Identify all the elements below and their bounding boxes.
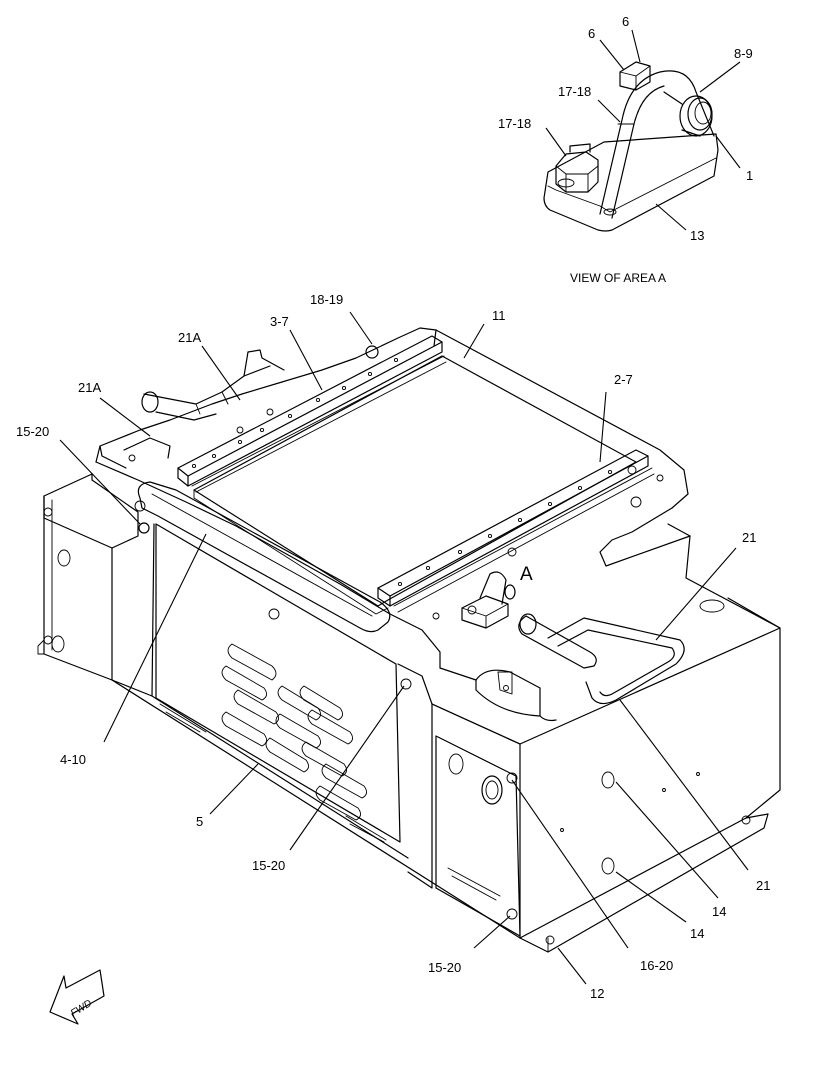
bolt-18-19 xyxy=(365,345,379,359)
fwd-arrow-icon: FWD xyxy=(49,969,105,1025)
callout-21a-lower: 21A xyxy=(78,380,101,395)
main-assembly: 18-19 3-7 11 21A 21A 15-20 2-7 21 4-10 5… xyxy=(16,292,781,1001)
battery-box-right-side xyxy=(519,597,781,953)
cover-panel-5 xyxy=(155,523,412,843)
bolt-15-20-left xyxy=(138,522,150,534)
rail-3-7 xyxy=(177,335,447,493)
callout-21-upper: 21 xyxy=(742,530,756,545)
callout-15-20-topleft: 15-20 xyxy=(16,424,49,439)
callout-2-7: 2-7 xyxy=(614,372,633,387)
latch-bracket-area-a xyxy=(432,571,516,629)
callout-1: 1 xyxy=(746,168,753,183)
handle-21 xyxy=(518,613,685,705)
callout-18-19: 18-19 xyxy=(310,292,343,307)
callout-11: 11 xyxy=(492,308,506,323)
callout-4-10: 4-10 xyxy=(60,752,86,767)
callout-17-18-lower: 17-18 xyxy=(498,116,531,131)
battery-box-top xyxy=(431,523,781,745)
battery-box-front xyxy=(111,523,155,697)
top-plate-11 xyxy=(193,355,637,615)
pin-8-9 xyxy=(663,91,713,137)
bolt-6 xyxy=(619,61,651,91)
callout-14-upper: 14 xyxy=(712,904,726,919)
callout-13: 13 xyxy=(690,228,704,243)
callout-21-lower: 21 xyxy=(756,878,770,893)
callout-16-20: 16-20 xyxy=(640,958,673,973)
callout-8-9: 8-9 xyxy=(734,46,753,61)
view-caption: VIEW OF AREA A xyxy=(570,271,666,285)
callout-6-right: 6 xyxy=(622,14,629,29)
area-a-marker: A xyxy=(520,564,533,585)
callout-21a-upper: 21A xyxy=(178,330,201,345)
callout-12: 12 xyxy=(590,986,604,1001)
detail-view-a: 6 6 8-9 17-18 17-18 1 13 VIEW OF AREA A xyxy=(498,14,753,285)
callout-5: 5 xyxy=(196,814,203,829)
left-side-panel xyxy=(43,473,139,549)
callout-15-20-bottom: 15-20 xyxy=(428,960,461,975)
mount-base-plate xyxy=(543,133,719,232)
callout-17-18-upper: 17-18 xyxy=(558,84,591,99)
callout-15-20-mid: 15-20 xyxy=(252,858,285,873)
fwd-label: FWD xyxy=(69,998,94,1019)
seat-tray xyxy=(95,327,691,681)
rail-2-7 xyxy=(377,449,655,613)
mount-bracket xyxy=(599,70,715,215)
hex-bolt-17-18 xyxy=(555,143,599,193)
handle-21a xyxy=(123,349,285,459)
support-rod-4-10 xyxy=(137,481,391,633)
access-door xyxy=(435,735,521,937)
callout-14-lower: 14 xyxy=(690,926,704,941)
callout-6-left: 6 xyxy=(588,26,595,41)
callout-3-7: 3-7 xyxy=(270,314,289,329)
